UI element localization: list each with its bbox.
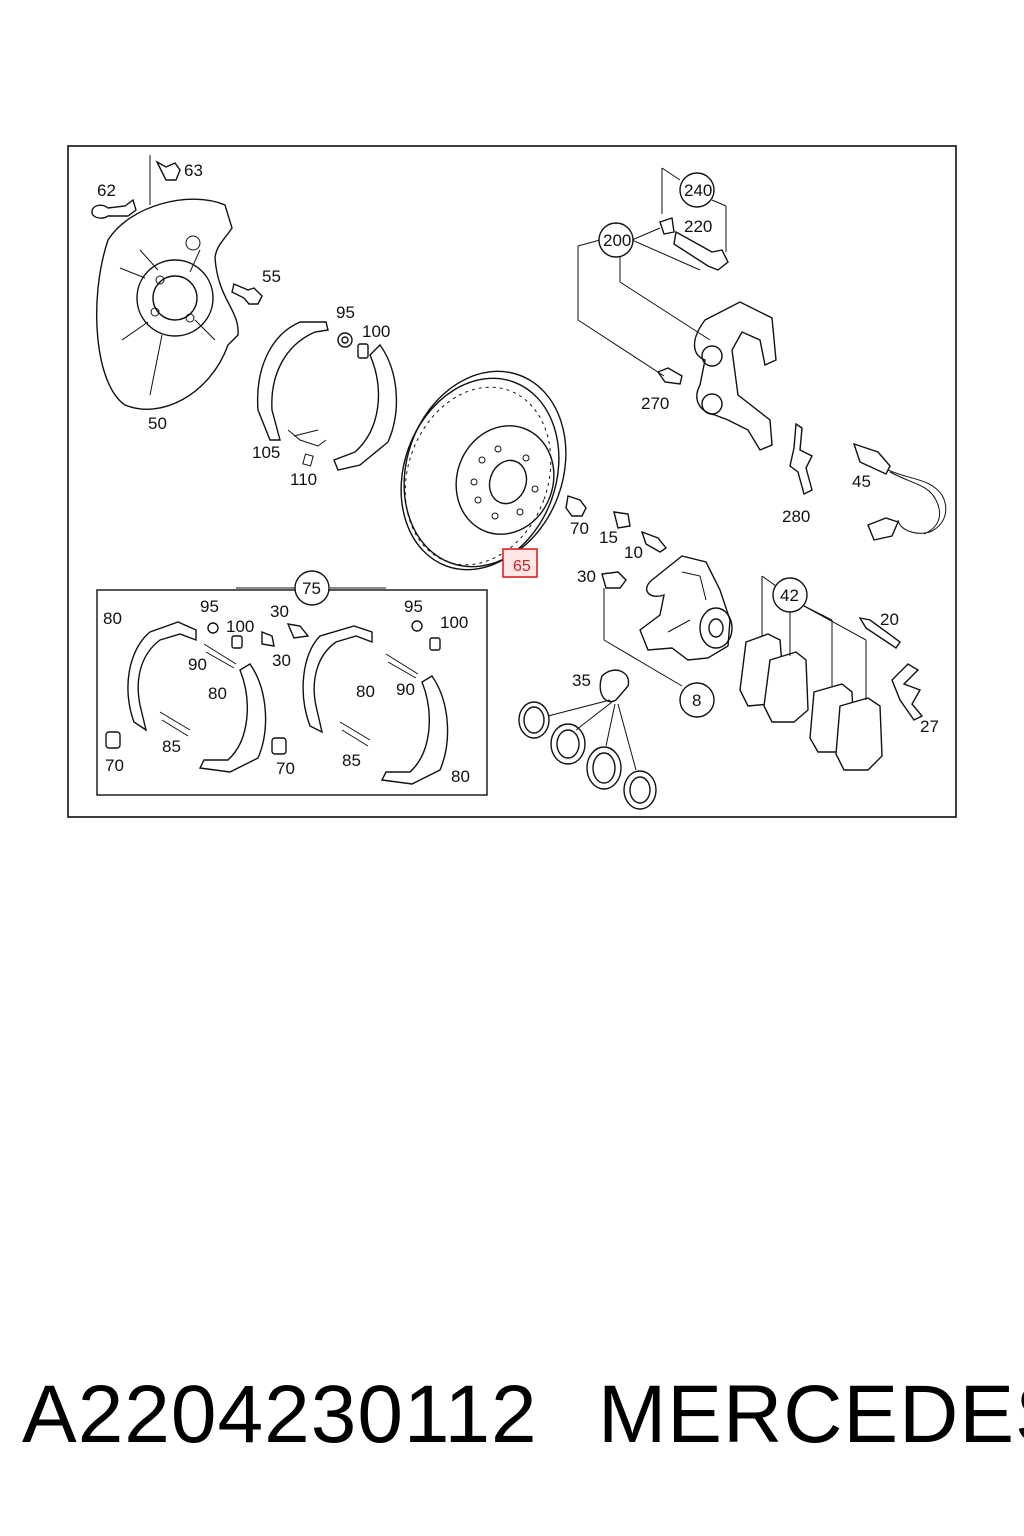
callout-200: 200: [603, 231, 631, 250]
callout-280: 280: [782, 507, 810, 526]
callout-62: 62: [97, 181, 116, 200]
callout-15: 15: [599, 528, 618, 547]
dust-shield-part: [96, 198, 239, 410]
brand-text: MERCEDES: [598, 1369, 1024, 1460]
kit-callout-85-a: 85: [162, 737, 181, 756]
callout-65: 65: [513, 558, 531, 575]
callout-220: 220: [684, 217, 712, 236]
callout-110: 110: [290, 470, 317, 489]
kit-callout-30-a: 30: [270, 602, 289, 621]
callout-55: 55: [262, 267, 281, 286]
kit-callout-95-b: 95: [404, 597, 423, 616]
callout-circle-8: [679, 682, 715, 718]
caliper-carrier-part: [577, 167, 777, 451]
kit-callout-90-a: 90: [188, 655, 207, 674]
kit-callout-90-b: 90: [396, 680, 415, 699]
callout-10: 10: [624, 543, 643, 562]
part-number-text: A2204230112: [22, 1369, 538, 1460]
bolt-55-part: [231, 283, 263, 305]
spring-clip-280-part: [789, 422, 813, 496]
bolt-70-part: [565, 495, 587, 517]
parking-brake-shoe-part: [256, 321, 398, 471]
callout-45: 45: [852, 472, 871, 491]
kit-callout-70-a: 70: [105, 756, 124, 775]
brake-disc-part: [400, 370, 567, 571]
bleeder-15-part: [613, 511, 631, 529]
callout-circle-75: [294, 570, 330, 606]
seal-kit-part: [518, 669, 657, 810]
kit-callout-80-b: 80: [208, 684, 227, 703]
caliper-housing-part: [601, 555, 733, 687]
kit-callout-80-d: 80: [451, 767, 470, 786]
kit-callout-30-b: 30: [272, 651, 291, 670]
callout-95: 95: [336, 303, 355, 322]
callout-240: 240: [684, 181, 712, 200]
callout-75: 75: [302, 579, 321, 598]
callout-30: 30: [577, 567, 596, 586]
kit-callout-100-b: 100: [440, 613, 468, 632]
callout-270: 270: [641, 394, 669, 413]
callout-100: 100: [362, 322, 390, 341]
clip-62-part: [91, 198, 137, 219]
callout-42: 42: [780, 586, 799, 605]
kit-callout-95-a: 95: [200, 597, 219, 616]
diagram-frame: [67, 145, 957, 818]
cap-10-part: [640, 530, 668, 553]
bolt-63-part: [149, 155, 181, 205]
callout-27: 27: [920, 717, 939, 736]
callout-circle-200: [598, 222, 634, 258]
brake-pads-part: [739, 575, 883, 771]
callout-8: 8: [692, 691, 701, 710]
callout-70: 70: [570, 519, 589, 538]
callout-50: 50: [148, 414, 167, 433]
pin-20-part: [858, 617, 901, 649]
callout-circle-240: [679, 172, 715, 208]
callout-20: 20: [880, 610, 899, 629]
callout-65-highlight[interactable]: [502, 548, 538, 578]
spring-27-part: [891, 663, 924, 721]
callout-circle-42: [772, 577, 808, 613]
callout-35: 35: [572, 671, 591, 690]
kit-callout-100-a: 100: [226, 617, 254, 636]
kit-callout-80-c: 80: [356, 682, 375, 701]
wear-sensor-45-part: [852, 442, 947, 541]
callout-105: 105: [252, 443, 280, 462]
shoe-kit-box: [96, 587, 488, 796]
kit-callout-70-b: 70: [276, 759, 295, 778]
kit-callout-80-a: 80: [103, 609, 122, 628]
callout-63: 63: [184, 161, 203, 180]
kit-callout-85-b: 85: [342, 751, 361, 770]
